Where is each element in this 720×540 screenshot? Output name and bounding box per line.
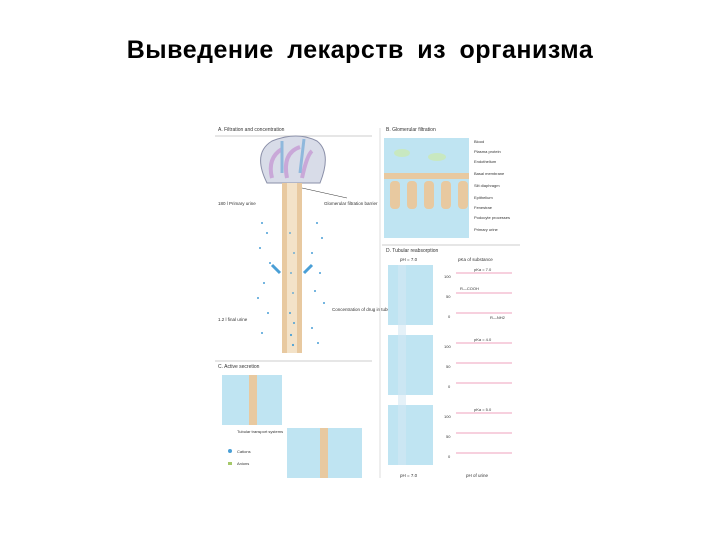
anions-label: Anions [237, 461, 249, 466]
ph-urine-label: pH of urine [466, 473, 489, 478]
formula-acid: R—COOH [460, 286, 479, 291]
svg-text:0: 0 [448, 454, 451, 459]
ph-top-label: pH = 7.0 [400, 257, 418, 262]
svg-text:Blood: Blood [474, 139, 484, 144]
transport-label: Tubular transport systems [237, 429, 283, 434]
svg-text:100: 100 [444, 274, 451, 279]
svg-text:100: 100 [444, 344, 451, 349]
concentration-label: Concentration of drug in tubule [332, 307, 394, 312]
filtrate-dots [257, 222, 325, 347]
svg-text:50: 50 [446, 294, 451, 299]
pka-value-2: pKa = 4.0 [474, 337, 492, 342]
panel-d-title: D. Tubular reabsorption [386, 248, 438, 254]
svg-text:100: 100 [444, 414, 451, 419]
d-pink-grids [456, 272, 512, 454]
svg-text:50: 50 [446, 434, 451, 439]
svg-text:Podocyte processes: Podocyte processes [474, 215, 510, 220]
svg-text:0: 0 [448, 384, 451, 389]
podocyte-processes [390, 181, 468, 209]
d-axis-ticks: 100 50 0 100 50 0 100 50 0 [444, 274, 451, 459]
svg-text:Basal membrane: Basal membrane [474, 171, 505, 176]
svg-text:Epithelium: Epithelium [474, 195, 493, 200]
cations-label: Cations [237, 449, 251, 454]
kidney-excretion-figure: A. Filtration and concentration 180 l Pr… [215, 127, 520, 478]
barrier-label: Glomerular filtration barrier [324, 201, 378, 206]
svg-text:Primary urine: Primary urine [474, 227, 499, 232]
reabsorption-panels [388, 265, 433, 465]
formula-base: R—NH2 [490, 315, 506, 320]
pka-value-1: pKa = 7.0 [474, 267, 492, 272]
svg-text:Slit diaphragm: Slit diaphragm [474, 183, 500, 188]
slide-title: Выведение лекарств из организма [126, 36, 594, 64]
panel-b-title: B. Glomerular filtration [386, 127, 436, 133]
primary-urine-label: 180 l Primary urine [218, 201, 256, 206]
panel-a-title: A. Filtration and concentration [218, 127, 285, 133]
pka-value-3: pKa = 5.0 [474, 407, 492, 412]
final-urine-label: 1.2 l final urine [218, 317, 248, 322]
pka-header: pKa of substance [458, 257, 493, 262]
ph-bottom-label: pH = 7.0 [400, 473, 418, 478]
svg-text:Endothelium: Endothelium [474, 159, 497, 164]
b-labels: Blood Plasma protein Endothelium Basal m… [474, 139, 510, 232]
svg-text:Fenestrae: Fenestrae [474, 205, 493, 210]
svg-text:0: 0 [448, 314, 451, 319]
glomerulus [260, 135, 326, 184]
svg-text:50: 50 [446, 364, 451, 369]
panel-c-title: C. Active secretion [218, 364, 260, 370]
svg-text:Plasma protein: Plasma protein [474, 149, 501, 154]
